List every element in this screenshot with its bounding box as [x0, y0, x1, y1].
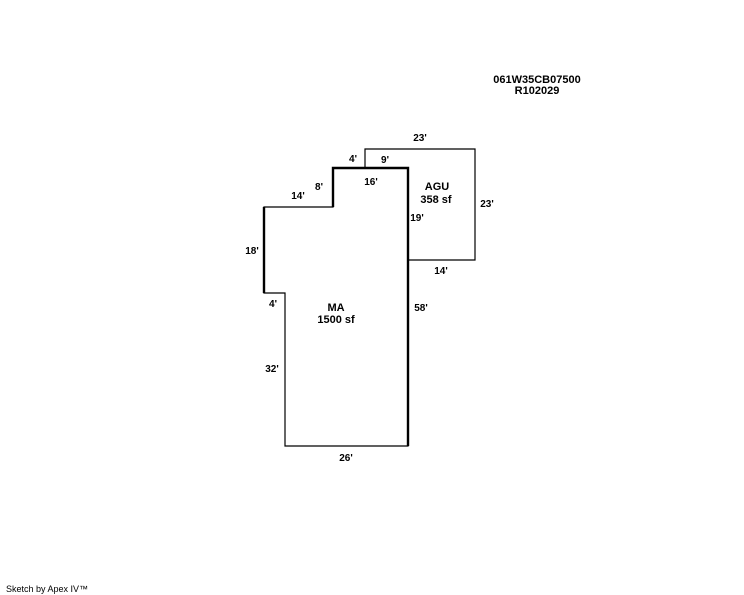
- agu-area-name: AGU: [425, 181, 450, 193]
- dim-ma-top: 16': [364, 177, 378, 188]
- dim-ma-left-upper: 14': [291, 191, 305, 202]
- dim-ma-right: 58': [414, 303, 428, 314]
- dim-agu-top: 23': [413, 133, 427, 144]
- dim-ma-top-step: 4': [349, 154, 357, 165]
- dim-ma-bottom: 26': [339, 453, 353, 464]
- dim-agu-top-inner: 9': [381, 155, 389, 166]
- dim-agu-right: 23': [480, 199, 494, 210]
- dim-ma-left-height: 18': [245, 246, 259, 257]
- dim-ma-left-lower: 32': [265, 364, 279, 375]
- apex-credit: Sketch by Apex IV™: [6, 584, 88, 594]
- dim-ma-step-rise: 8': [315, 182, 323, 193]
- dim-ma-left-notch: 4': [269, 299, 277, 310]
- ma-area-size: 1500 sf: [317, 314, 355, 326]
- dim-agu-left: 19': [410, 213, 424, 224]
- agu-outline: [364, 148, 476, 261]
- dim-agu-bottom: 14': [434, 266, 448, 277]
- ma-heavy-edges: [262, 166, 410, 446]
- parcel-account: R102029: [515, 85, 560, 97]
- parcel-id: 061W35CB07500: [493, 74, 580, 86]
- ma-area-name: MA: [327, 302, 344, 314]
- agu-area-size: 358 sf: [420, 194, 452, 206]
